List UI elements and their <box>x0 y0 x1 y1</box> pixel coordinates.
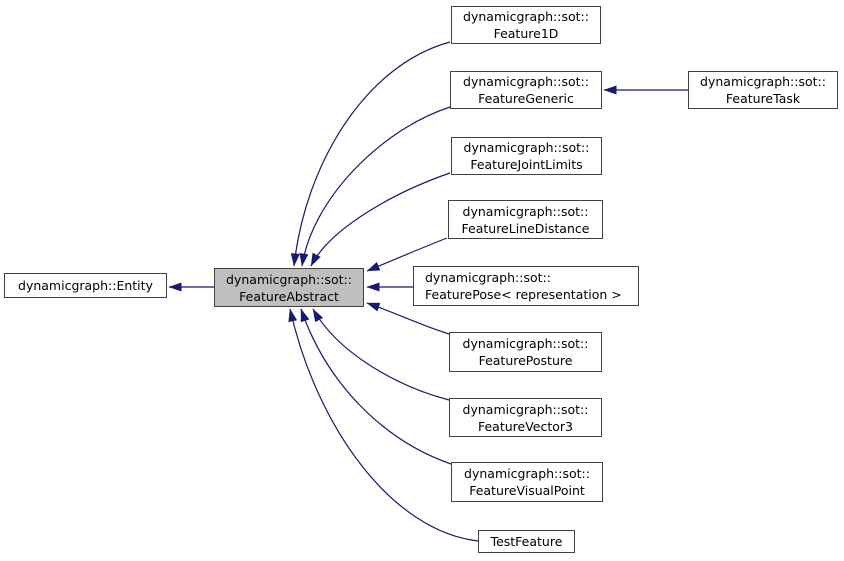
node-testfeature[interactable]: TestFeature <box>478 530 575 553</box>
node-label-line: dynamicgraph::sot:: <box>462 203 589 219</box>
node-label-line: dynamicgraph::sot:: <box>463 140 590 155</box>
node-featureabstract[interactable]: dynamicgraph::sot:: FeatureAbstract <box>214 268 364 307</box>
node-featurelinedistance[interactable]: dynamicgraph::sot:: FeatureLineDistance <box>448 200 603 239</box>
node-label-line: FeatureVector3 <box>477 418 574 434</box>
node-label-line: dynamicgraph::sot:: <box>226 271 352 287</box>
edge-feature1d-to-featureabstract <box>290 41 451 267</box>
node-featurepose[interactable]: dynamicgraph::sot:: FeaturePose< represe… <box>413 266 639 306</box>
node-label-line: dynamicgraph::sot:: <box>462 336 589 351</box>
node-label-line: FeatureTask <box>725 91 801 106</box>
node-featureposture[interactable]: dynamicgraph::sot:: FeaturePosture <box>449 332 602 372</box>
node-featuregeneric[interactable]: dynamicgraph::sot:: FeatureGeneric <box>450 71 602 109</box>
node-label-line: FeatureLineDistance <box>461 220 590 236</box>
node-label-line: FeatureGeneric <box>478 91 574 106</box>
node-featurevisualpoint[interactable]: dynamicgraph::sot:: FeatureVisualPoint <box>451 462 603 502</box>
edge-testfeature-to-featureabstract <box>288 308 479 542</box>
edge-featurejointlimits-to-featureabstract <box>310 172 451 267</box>
node-label-line: dynamicgraph::Entity <box>18 278 153 293</box>
node-label-line: TestFeature <box>490 534 563 549</box>
node-label-line: dynamicgraph::sot:: <box>700 74 826 89</box>
node-dynamicgraph-entity[interactable]: dynamicgraph::Entity <box>4 273 167 298</box>
node-label-line: dynamicgraph::sot:: <box>462 401 589 417</box>
edge-featuregeneric-to-featureabstract <box>299 106 451 267</box>
node-label-line: Feature1D <box>493 26 559 41</box>
node-feature1d[interactable]: dynamicgraph::sot:: Feature1D <box>451 6 601 44</box>
edge-featureposture-to-featureabstract <box>366 302 450 335</box>
node-label-line: FeatureAbstract <box>239 288 339 304</box>
node-label-line: dynamicgraph::sot:: <box>425 270 551 285</box>
node-featurejointlimits[interactable]: dynamicgraph::sot:: FeatureJointLimits <box>451 137 602 175</box>
node-label-line: FeaturePose< representation > <box>425 287 622 302</box>
node-label-line: FeatureVisualPoint <box>469 483 585 498</box>
node-featuretask[interactable]: dynamicgraph::sot:: FeatureTask <box>688 71 838 109</box>
node-label-line: FeatureJointLimits <box>470 157 583 172</box>
node-label-line: FeaturePosture <box>478 353 573 368</box>
node-label-line: dynamicgraph::sot:: <box>463 9 589 24</box>
node-label-line: dynamicgraph::sot:: <box>464 466 590 481</box>
edge-featurevisualpoint-to-featureabstract <box>300 308 452 465</box>
node-featurevector3[interactable]: dynamicgraph::sot:: FeatureVector3 <box>449 398 602 437</box>
node-label-line: dynamicgraph::sot:: <box>463 74 589 89</box>
edge-featurevector3-to-featureabstract <box>312 308 450 401</box>
edge-featurelinedistance-to-featureabstract <box>366 237 448 272</box>
